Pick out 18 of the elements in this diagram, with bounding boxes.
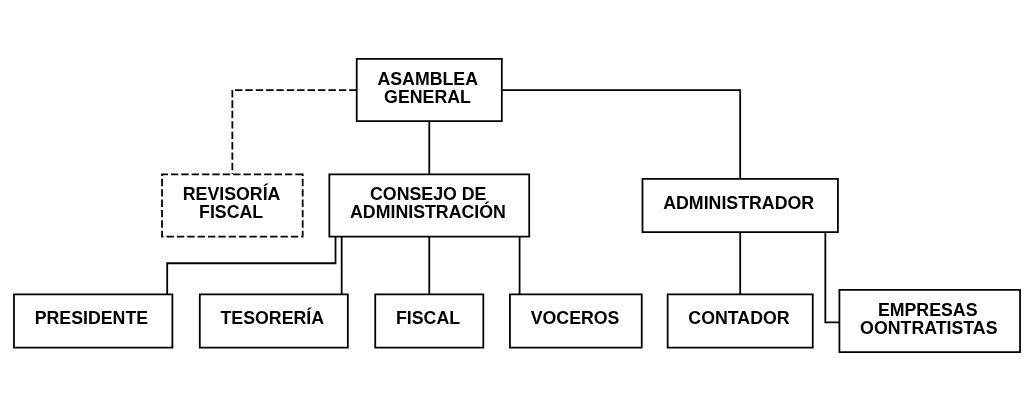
- node-box: FISCAL: [374, 293, 485, 349]
- connector: [340, 236, 343, 296]
- node-box: CONTADOR: [666, 293, 814, 349]
- connector: [501, 89, 742, 180]
- node-box: CONSEJO DE ADMINISTRACIÓN: [328, 173, 531, 238]
- node-box: ASAMBLEA GENERAL: [355, 58, 503, 122]
- node-box: TESORERÍA: [198, 293, 349, 349]
- node-box: REVISORÍA FISCAL: [161, 173, 304, 238]
- connector: [739, 231, 742, 295]
- connector: [166, 236, 337, 296]
- node-box: PRESIDENTE: [13, 293, 174, 349]
- connector: [518, 236, 521, 296]
- node-box: ADMINISTRADOR: [641, 177, 839, 234]
- connector: [428, 120, 431, 176]
- connector: [231, 89, 358, 175]
- connector: [428, 236, 431, 296]
- node-box: EMPRESAS OONTRATISTAS: [838, 289, 1021, 353]
- node-box: VOCEROS: [509, 293, 643, 349]
